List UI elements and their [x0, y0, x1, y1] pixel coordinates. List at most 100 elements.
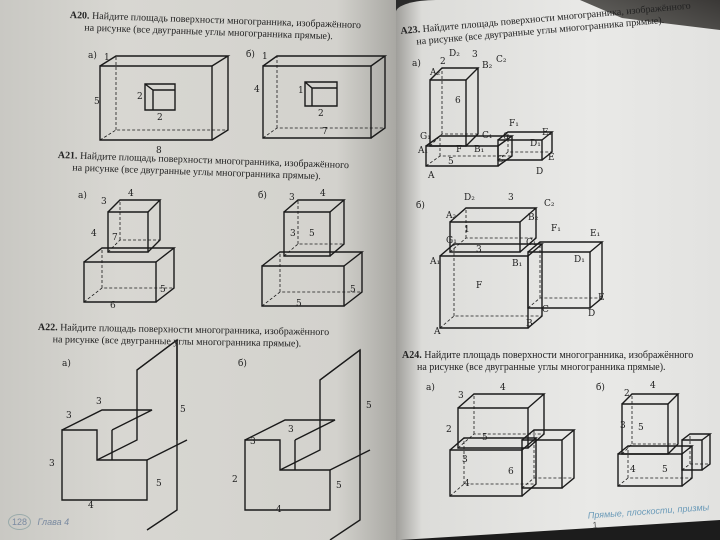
hidden-edge [621, 394, 678, 455]
vertex-label: G₁ [446, 236, 457, 246]
dimension-label: 2 [232, 475, 238, 485]
dimension-label: 5 [448, 157, 454, 167]
dimension-label: 4 [128, 189, 134, 199]
box-side-face [211, 56, 229, 141]
vertex-label: C₁ [482, 131, 493, 141]
box-top-face [681, 433, 713, 441]
figure-a20-b-labels: б) 1 4 1 2 7 [246, 49, 328, 137]
dimension-label: 4 [464, 479, 470, 489]
dimension-label: 2 [446, 425, 452, 435]
dimension-label: 4 [650, 381, 656, 391]
dimension-label: 5 [336, 481, 342, 491]
box-side-face [329, 200, 345, 257]
prism-top-face [61, 409, 153, 431]
hidden-edge [439, 244, 542, 329]
prism-top-face [244, 419, 336, 441]
dimension-label: 6 [110, 301, 116, 311]
vertex-label: A₂ [445, 211, 456, 221]
page-number: 128 [8, 514, 32, 530]
hidden-edge [99, 56, 228, 141]
left-page [0, 0, 396, 540]
dimension-label: 7 [112, 233, 118, 243]
hidden-edge [449, 208, 536, 253]
box-top-face [527, 241, 604, 253]
box-front-face [262, 65, 372, 139]
vertex-label: C₂ [544, 199, 555, 209]
dimension-label: 5 [296, 299, 302, 309]
dimension-label: 5 [662, 465, 668, 475]
vertex-label: B₁ [512, 259, 522, 269]
dimension-label: 3 [49, 459, 55, 469]
vertex-label: A [427, 171, 435, 181]
figure-label: а) [426, 382, 435, 393]
prism-edge [146, 439, 188, 461]
box-top-face [262, 55, 388, 67]
task-number: А24. [402, 350, 422, 361]
hole-edges [144, 83, 176, 111]
box-top-face [261, 251, 365, 267]
vertex-label: B₂ [528, 213, 539, 223]
dimension-label: 4 [500, 383, 506, 393]
figure-label: б) [596, 382, 605, 393]
prism-step-face [279, 348, 361, 471]
box-side-face [370, 56, 386, 139]
dimension-label: 5 [366, 401, 372, 411]
hidden-edge [261, 252, 362, 307]
figure-a24-b-labels: б) 2 4 3 5 4 5 [596, 381, 668, 475]
vertex-label: E [598, 293, 605, 303]
figure-a21-a-labels: а) 3 4 4 7 6 5 [78, 189, 166, 311]
hidden-edge [521, 430, 574, 489]
box-side-face [497, 136, 513, 167]
box-top-face [83, 247, 177, 263]
dimension-label: 5 [180, 405, 186, 415]
figure-a22-b-labels: б) 3 3 5 2 5 4 [232, 358, 372, 515]
hidden-edge [527, 242, 602, 309]
box-top-face [621, 393, 680, 405]
vertex-label: A [433, 327, 441, 337]
vertex-label: B₁ [474, 145, 484, 155]
prism-edge [329, 449, 371, 471]
dimension-label: 2 [137, 92, 143, 102]
prism-back-edge [146, 340, 178, 531]
box-top-face [497, 131, 554, 141]
prism-step-face [96, 338, 178, 461]
dimension-label: 5 [638, 423, 644, 433]
dimension-label: 6 [503, 132, 509, 142]
dimension-label: 4 [88, 501, 94, 511]
dimension-label: 3 [288, 425, 294, 435]
dimension-label: 8 [156, 146, 162, 156]
box-front-face [107, 211, 149, 253]
dimension-label: 5 [94, 97, 100, 107]
vertex-label: D₁ [574, 255, 585, 265]
hidden-edge [107, 200, 160, 253]
vertex-label: C₁ [526, 238, 537, 248]
box-side-face [147, 200, 161, 253]
box-front-face [99, 65, 213, 141]
box-front-face [261, 265, 345, 307]
vertex-label: B [526, 319, 533, 329]
vertex-label: E₁ [542, 128, 552, 138]
left-footer: 128 Глава 4 [8, 514, 69, 530]
box-top-face [107, 199, 162, 213]
dimension-label: 4 [320, 189, 326, 199]
dimension-label: 3 [458, 391, 464, 401]
box-top-face [429, 67, 480, 81]
box-side-face [701, 434, 711, 471]
figure-a23-b-labels: б) D₂ 3 C₂ A₂ B₂ 1 G₁ C₁ F₁ E₁ 3 A₁ B₁ D… [416, 193, 605, 337]
box-top-face [521, 429, 576, 441]
hidden-edge [283, 200, 344, 257]
box-front-face [457, 407, 529, 449]
vertex-label: E₁ [590, 229, 600, 239]
prism-back-edge [329, 350, 361, 540]
figure-a23-a-labels: а) D₂ 2 3 C₂ A₂ B₂ 6 G₁ C₁ 6 F₁ D₁ E₁ A₁… [412, 49, 555, 181]
vertex-label: C [497, 155, 504, 165]
box-top-face [449, 437, 538, 451]
vertex-label: F [476, 281, 482, 291]
page-number: 1 [592, 519, 598, 531]
hidden-edge [262, 56, 385, 139]
figure-label: б) [246, 49, 255, 60]
dimension-label: 1 [262, 52, 268, 62]
dimension-label: 2 [157, 113, 163, 123]
prism-edge [136, 339, 178, 371]
